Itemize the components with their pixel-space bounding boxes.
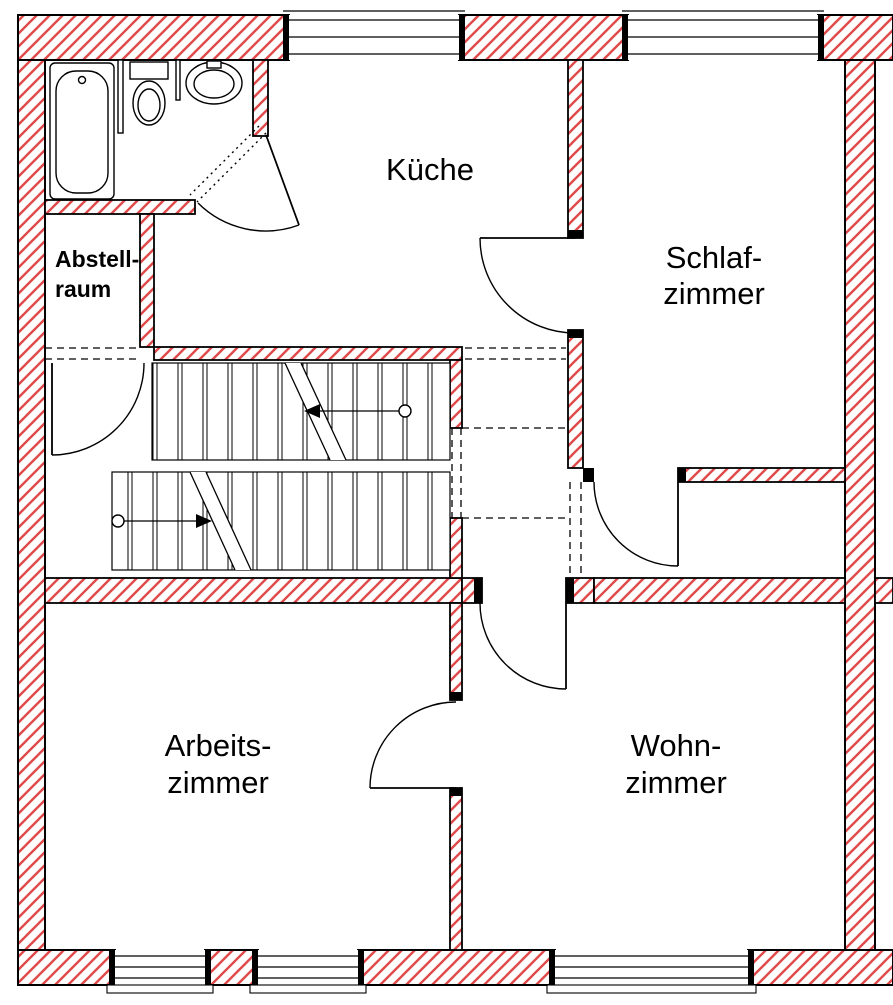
bathroom-door-arc	[189, 125, 300, 232]
wall-kitchen-bedroom-lower	[567, 329, 584, 469]
doorframe-cap	[474, 578, 482, 603]
window-study-south-1	[106, 950, 214, 994]
kitchen-bedroom-door-arc	[479, 237, 576, 334]
wall-study-living-lower	[449, 787, 463, 951]
wall-bath-east	[252, 59, 269, 137]
doors	[51, 125, 679, 789]
stairs-upper-flight	[151, 362, 451, 461]
wall-middle-right	[593, 577, 846, 604]
wall-stairhall-east-lower	[449, 517, 463, 579]
window-study-south-2	[249, 950, 367, 994]
wall-study-living-upper	[449, 602, 463, 701]
stair-start-marker	[398, 404, 412, 418]
wall-right	[844, 59, 876, 951]
wall-storage-east	[139, 213, 155, 348]
bathtub-icon	[49, 62, 115, 200]
wall-bedroom-south	[677, 467, 846, 483]
stairs-lower-flight	[111, 471, 451, 571]
bath-partition	[117, 59, 124, 134]
stair-direction-arrow	[196, 514, 212, 528]
room-label-bedroom-line1: Schlaf-	[666, 240, 762, 275]
storage-door-arc	[51, 362, 145, 456]
room-label-storage-line2: raum	[55, 276, 111, 302]
wall-bottom-a	[17, 949, 116, 986]
bath-partition	[175, 59, 181, 101]
doorframe-cap	[450, 692, 462, 700]
toilet-icon	[129, 61, 169, 126]
staircase	[111, 362, 451, 571]
wall-bottom-b	[204, 949, 259, 986]
room-label-bedroom-line2: zimmer	[663, 276, 765, 311]
sink-icon	[185, 60, 243, 105]
wall-left	[17, 59, 46, 951]
wall-kitchen-south	[153, 346, 463, 361]
room-label-study-line2: zimmer	[167, 765, 269, 800]
room-label-kitchen: Küche	[386, 152, 474, 187]
wall-bottom-d	[747, 949, 893, 986]
wall-top-middle	[458, 14, 629, 61]
doorframe-cap	[568, 330, 583, 338]
doorframe-cap	[583, 468, 594, 482]
doorframe-cap	[678, 468, 686, 482]
wall-middle-left	[44, 577, 463, 604]
window-bedroom-north	[622, 10, 824, 60]
interior-walls	[44, 59, 893, 951]
window-living-south	[546, 950, 757, 994]
livingroom-door-arc	[479, 602, 567, 690]
room-label-living-line2: zimmer	[625, 765, 727, 800]
doorframe-cap	[450, 788, 462, 796]
wall-middle-far-right	[874, 577, 893, 604]
study-door-arc	[369, 701, 457, 789]
opening-hall-cross	[462, 427, 568, 519]
bedroom-door-arc	[593, 481, 679, 567]
opening-hall-corridor	[569, 482, 582, 578]
bathroom-fixtures	[49, 59, 243, 200]
room-label-study-line1: Arbeits-	[165, 728, 272, 763]
exterior-walls	[17, 14, 893, 986]
opening-stairhall	[451, 428, 462, 518]
stair-start-marker	[111, 514, 125, 528]
stair-direction-arrow	[304, 404, 320, 418]
wall-stairhall-east-upper	[449, 359, 463, 429]
room-label-living-line1: Wohn-	[631, 728, 722, 763]
doorframe-cap	[568, 230, 583, 238]
window-kitchen-north	[283, 10, 465, 60]
room-label-storage-line1: Abstell-	[55, 246, 139, 272]
opening-hall-kitchen	[465, 347, 566, 360]
wall-kitchen-bedroom-upper	[567, 59, 584, 239]
wall-bottom-c	[357, 949, 556, 986]
room-labels: Küche Schlaf- zimmer Abstell- raum Arbei…	[55, 152, 765, 800]
wall-bath-south	[44, 199, 196, 215]
opening-storage	[45, 347, 140, 360]
wall-top-left	[17, 14, 290, 61]
wall-top-right	[817, 14, 893, 61]
doorframe-cap	[566, 578, 574, 603]
